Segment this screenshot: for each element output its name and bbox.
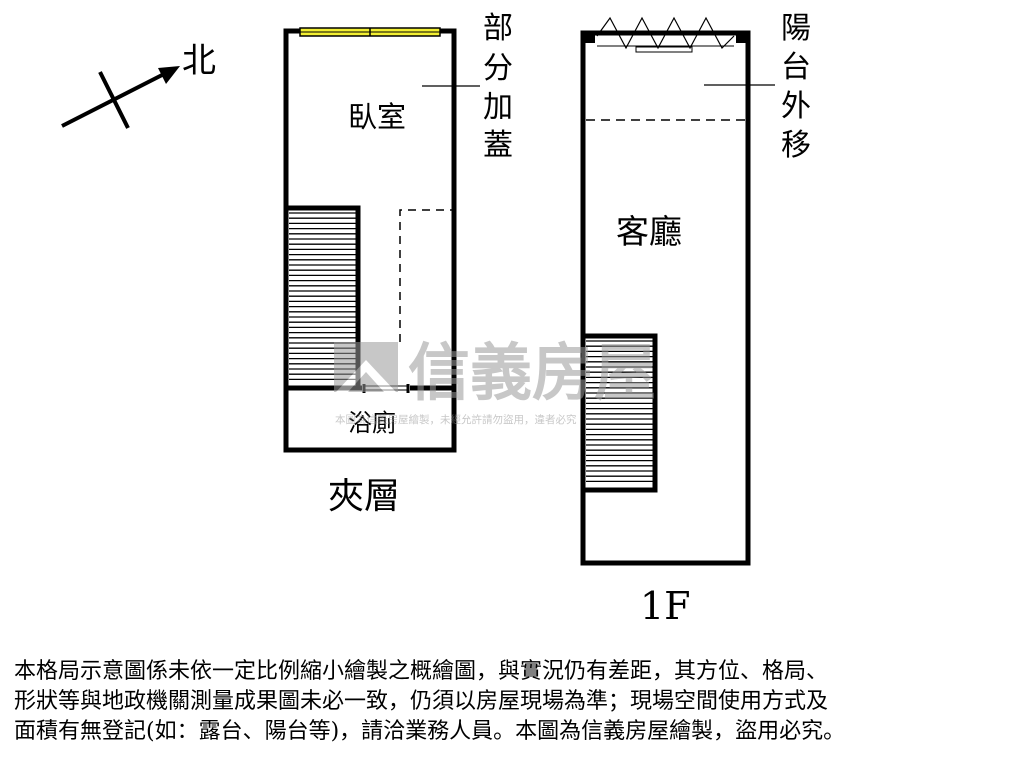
watermark-brand: 信義房屋: [408, 336, 656, 409]
first-floor-note-char: 移: [781, 128, 811, 163]
watermark: 信義房屋 本圖為信義房屋繪製，未經允許請勿盜用，違者必究: [334, 336, 656, 426]
watermark-logo-icon: [334, 342, 398, 392]
bedroom-label: 臥室: [348, 100, 406, 134]
disclaimer-line: 本格局示意圖係未依一定比例縮小繪製之概繪圖，與實況仍有差距，其方位、格局、: [14, 659, 829, 684]
disclaimer-line: 面積有無登記(如：露台、陽台等)，請洽業務人員。本圖為信義房屋繪製，盜用必究。: [14, 719, 846, 744]
first-floor-label: 1F: [640, 584, 691, 628]
disclaimer: 本格局示意圖係未依一定比例縮小繪製之概繪圖，與實況仍有差距，其方位、格局、 形狀…: [14, 657, 1014, 747]
watermark-notice: 本圖為信義房屋繪製，未經允許請勿盜用，違者必究: [335, 413, 577, 426]
mezzanine-plan: 臥室 浴廁 夾層 部 分 加 蓋: [283, 11, 513, 517]
compass: 北: [61, 41, 216, 129]
compass-north-label: 北: [182, 41, 216, 81]
first-floor-note-char: 台: [781, 50, 811, 85]
compass-arrowhead: [158, 66, 180, 84]
living-room-label: 客廳: [616, 212, 682, 251]
first-floor-plan: 客廳 1F 陽 台 外 移: [580, 11, 811, 628]
mezzanine-note-char: 蓋: [483, 128, 513, 163]
bathroom-label: 浴廁: [348, 409, 396, 437]
mezzanine-window: [299, 27, 441, 37]
first-floor-note: 陽 台 外 移: [781, 11, 811, 163]
mezzanine-note-char: 分: [483, 51, 513, 86]
first-floor-note-char: 陽: [781, 11, 811, 46]
mezzanine-note-char: 加: [483, 90, 513, 125]
first-floor-note-char: 外: [781, 89, 811, 124]
disclaimer-line: 形狀等與地政機關測量成果圖未必一致，仍須以房屋現場為準；現場空間使用方式及: [14, 689, 829, 714]
first-floor-stairs: [585, 333, 658, 493]
mezzanine-note-char: 部: [483, 11, 513, 46]
first-floor-window: [583, 16, 748, 53]
added-construction-outline: [399, 209, 454, 342]
compass-cross-bar: [98, 71, 130, 129]
mezzanine-note: 部 分 加 蓋: [483, 11, 513, 163]
mezzanine-floor-label: 夾層: [328, 476, 400, 517]
first-floor-outer-wall: [580, 30, 751, 566]
